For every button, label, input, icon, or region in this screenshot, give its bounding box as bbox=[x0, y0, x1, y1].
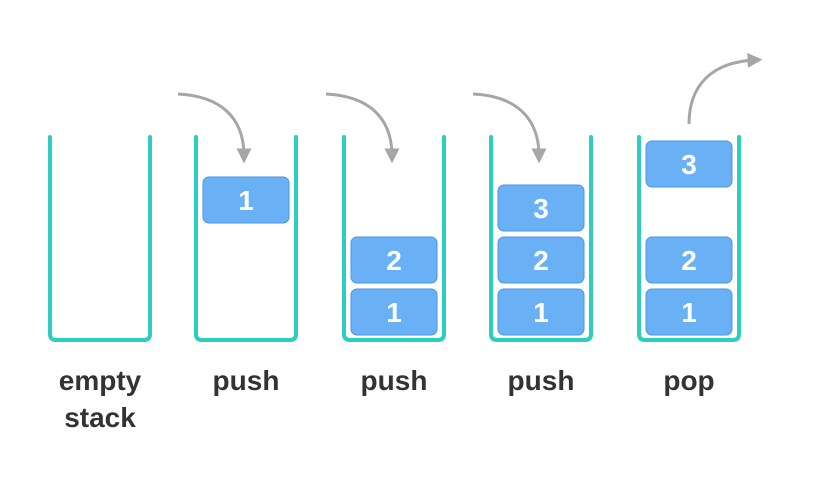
stack-container bbox=[637, 135, 741, 342]
push-arrow bbox=[472, 92, 547, 164]
stack-block-value: 2 bbox=[681, 245, 697, 276]
stack-block-box bbox=[497, 236, 585, 284]
step-label: empty bbox=[59, 365, 142, 396]
step-label: push bbox=[213, 365, 280, 396]
pop-arrow bbox=[687, 52, 763, 125]
stack-container bbox=[342, 135, 446, 342]
stack-block: 2 bbox=[350, 236, 438, 284]
moving-block: 3 bbox=[645, 140, 733, 188]
stack-block-box bbox=[497, 288, 585, 336]
stack-block-value: 2 bbox=[533, 245, 549, 276]
stack-block-box bbox=[645, 140, 733, 188]
stack-block-value: 3 bbox=[533, 193, 549, 224]
stack-block-value: 1 bbox=[533, 297, 549, 328]
stack-block-box bbox=[497, 184, 585, 232]
stack-block-value: 1 bbox=[681, 297, 697, 328]
stack-block: 2 bbox=[645, 236, 733, 284]
stack-block-value: 2 bbox=[386, 245, 402, 276]
step-label: push bbox=[361, 365, 428, 396]
stack-block-box bbox=[645, 236, 733, 284]
stack-block-box bbox=[350, 236, 438, 284]
stack-block: 1 bbox=[350, 288, 438, 336]
stack-block-value: 1 bbox=[386, 297, 402, 328]
stack-container bbox=[48, 135, 152, 342]
stack-block-value: 3 bbox=[681, 149, 697, 180]
stack-block-box bbox=[202, 176, 290, 224]
stack-block-box bbox=[350, 288, 438, 336]
stack-block-box bbox=[645, 288, 733, 336]
stack-block: 1 bbox=[645, 288, 733, 336]
moving-block: 1 bbox=[202, 176, 290, 224]
stack-container bbox=[489, 135, 593, 342]
step-label: pop bbox=[663, 365, 714, 396]
push-arrow bbox=[177, 92, 252, 164]
stack-block-value: 1 bbox=[238, 185, 254, 216]
stack-block: 2 bbox=[497, 236, 585, 284]
step-label: stack bbox=[64, 402, 136, 433]
stack-block: 1 bbox=[497, 288, 585, 336]
stack-container bbox=[194, 135, 298, 342]
stack-block: 3 bbox=[497, 184, 585, 232]
step-label: push bbox=[508, 365, 575, 396]
push-arrow bbox=[325, 92, 400, 164]
